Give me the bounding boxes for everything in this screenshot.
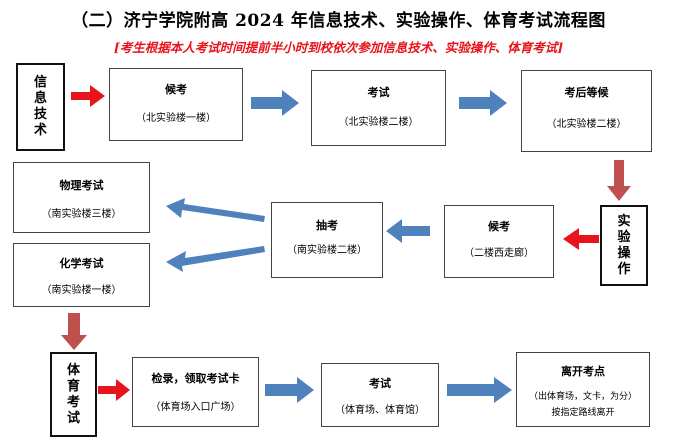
- step-chemistry-exam: 化学考试 （南实验楼一楼）: [13, 243, 150, 307]
- step-exam-sports: 考试 （体育场、体育馆）: [321, 363, 439, 427]
- arrow-blue-2: [459, 90, 507, 116]
- section-info-tech: 信息技术: [16, 63, 65, 151]
- arrow-red-3: [98, 379, 130, 401]
- step-leave-venue: 离开考点 （出体育场，文卡，为分） 按指定路线离开: [516, 352, 650, 427]
- step-exam-info: 考试 （北实验楼二楼）: [311, 70, 446, 146]
- section-experiment: 实验操作: [600, 205, 648, 286]
- step-physics-exam: 物理考试 （南实验楼三楼）: [13, 162, 150, 233]
- arrow-blue-4: [166, 198, 265, 222]
- step-post-exam-wait: 考后等候 （北实验楼二楼）: [521, 70, 652, 152]
- arrow-down-2: [61, 313, 87, 350]
- arrow-red-1: [71, 85, 105, 107]
- step-checkin: 检录，领取考试卡 （体育场入口广场）: [132, 357, 259, 427]
- page-title: （二）济宁学院附高 2024 年信息技术、实验操作、体育考试流程图: [71, 11, 606, 31]
- arrow-blue-7: [447, 377, 512, 403]
- arrow-blue-5: [166, 246, 265, 272]
- notice-text: [考生根据本人考试时间提前半小时到校依次参加信息技术、实验操作、体育考试]: [113, 40, 564, 55]
- section-sports: 体育考试: [50, 352, 97, 437]
- arrow-blue-6: [265, 377, 314, 403]
- step-draw-exam: 抽考 （南实验楼二楼）: [271, 202, 383, 278]
- arrow-red-2: [563, 228, 599, 250]
- step-waiting-info: 候考 （北实验楼一楼）: [109, 68, 243, 141]
- arrow-blue-1: [251, 90, 299, 116]
- arrow-blue-3: [386, 219, 430, 243]
- arrow-down-1: [607, 160, 631, 201]
- step-waiting-experiment: 候考 （二楼西走廊）: [444, 205, 554, 278]
